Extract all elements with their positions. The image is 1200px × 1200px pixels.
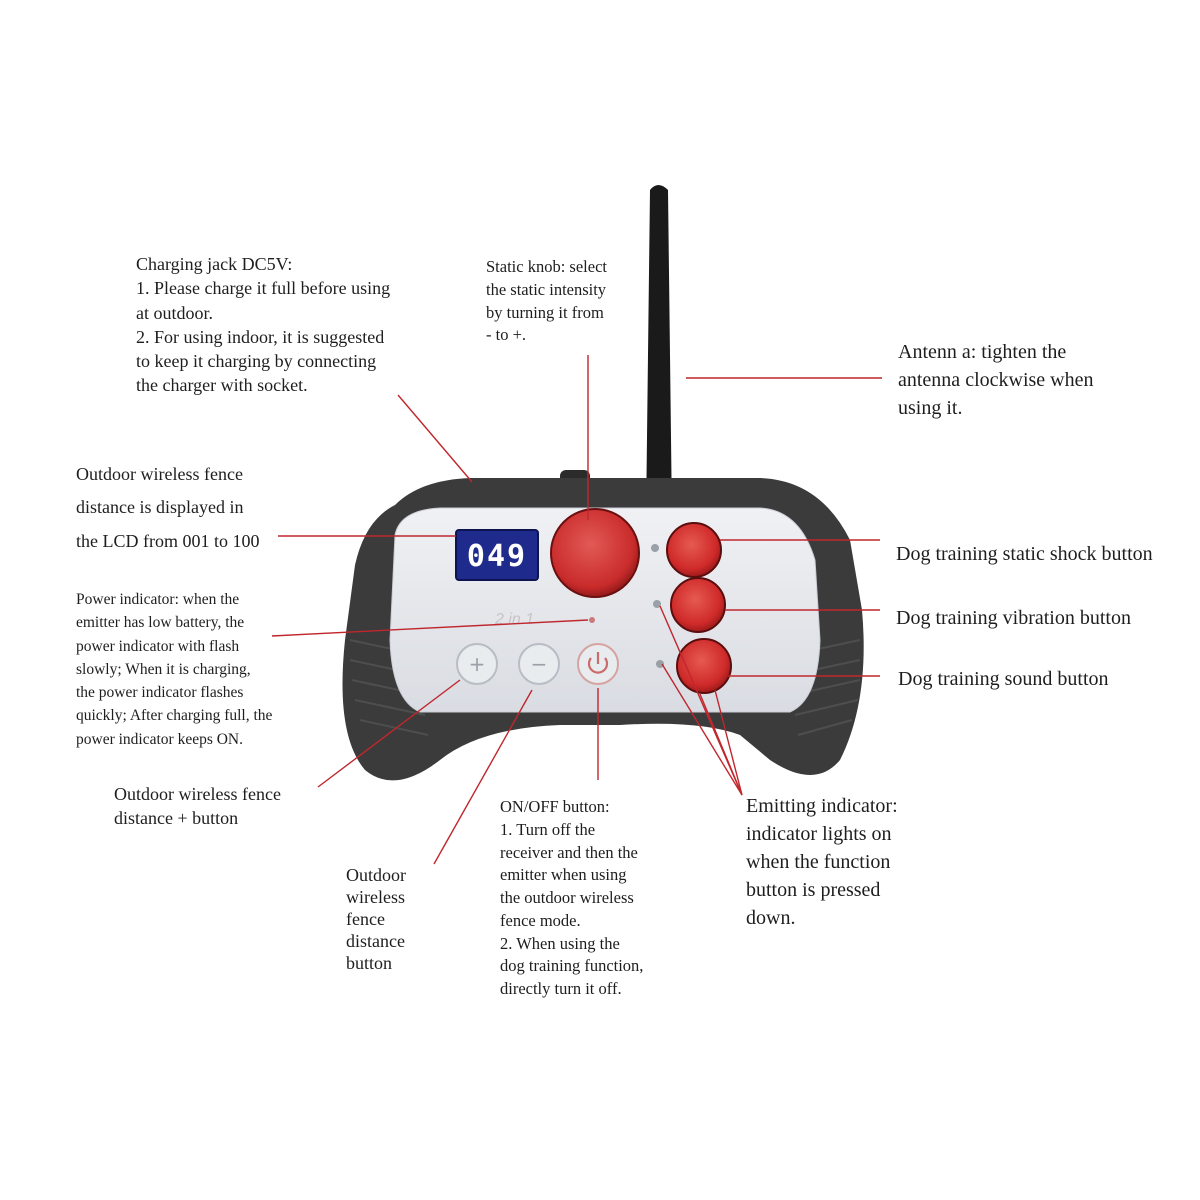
leader-emit-2	[661, 663, 743, 796]
leader-minus	[433, 689, 533, 865]
static-knob	[550, 508, 640, 598]
callout-fence-plus: Outdoor wireless fence distance + button	[114, 784, 281, 829]
fence-plus-button	[456, 643, 498, 685]
callout-onoff: ON/OFF button: 1. Turn off the receiver …	[500, 797, 644, 999]
callout-charging-jack: Charging jack DC5V: 1. Please charge it …	[136, 254, 391, 396]
leader-power	[271, 619, 589, 637]
power-indicator-light	[589, 617, 595, 623]
callout-static-shock: Dog training static shock button	[896, 543, 1153, 565]
leader-lines	[271, 355, 882, 865]
vibration-button	[670, 577, 726, 633]
fence-minus-button	[518, 643, 560, 685]
callout-sound: Dog training sound button	[898, 668, 1109, 690]
plus-glyph: +	[469, 652, 486, 676]
callout-fence-lcd: Outdoor wireless fence distance is displ…	[76, 464, 260, 551]
leader-emit-4	[714, 689, 743, 796]
brand-watermark: 2 in 1	[494, 611, 534, 628]
lcd-value: 049	[467, 539, 527, 574]
emitting-indicator-3	[656, 660, 664, 668]
emitting-indicator-1	[651, 544, 659, 552]
callout-vibration: Dog training vibration button	[896, 607, 1131, 629]
power-icon	[587, 652, 609, 674]
callout-antenna: Antenn a: tighten the antenna clockwise …	[898, 341, 1094, 419]
static-shock-button	[666, 522, 722, 578]
sound-button	[676, 638, 732, 694]
lcd-display	[455, 529, 539, 581]
minus-glyph: −	[531, 652, 548, 676]
leader-emit-3	[699, 693, 743, 796]
callout-fence-minus: Outdoor wireless fence distance button	[346, 865, 406, 973]
callout-static-knob: Static knob: select the static intensity…	[486, 257, 607, 345]
leader-charging	[397, 394, 473, 483]
leader-plus	[317, 679, 461, 788]
callout-emitting: Emitting indicator: indicator lights on …	[746, 795, 898, 929]
emitting-indicator-2	[653, 600, 661, 608]
callout-power-indicator: Power indicator: when the emitter has lo…	[76, 591, 273, 748]
antenna	[646, 185, 672, 520]
